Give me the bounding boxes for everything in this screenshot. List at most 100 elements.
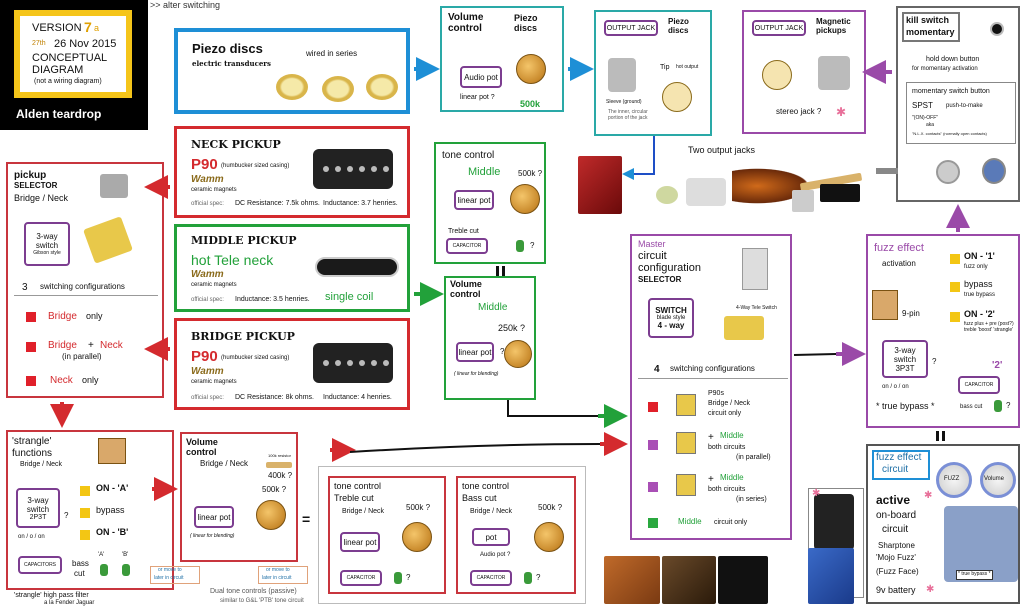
option-color-yellow <box>80 486 90 496</box>
potentiometer-icon <box>516 54 546 84</box>
config-count: 4 <box>654 364 660 375</box>
capacitor-button[interactable]: CAPACITOR <box>340 570 382 586</box>
tone-treble-title-1: tone control <box>334 481 382 491</box>
fuzz-knob[interactable] <box>936 462 972 498</box>
fuzz-circuit-title: fuzz effect <box>876 452 922 463</box>
three-way-switch-button[interactable]: 3-way switch 3P3T <box>882 340 928 378</box>
master-option-label: Middle <box>720 473 744 482</box>
bridge-spec-label: official spec: <box>191 395 224 401</box>
p90-pickup-image <box>313 149 393 189</box>
capacitor-icon <box>994 400 1002 412</box>
output-jack-button[interactable]: OUTPUT JACK <box>604 20 658 36</box>
fuzz-circuit-panel: fuzz effect circuit FUZZ Volume ✱ active… <box>866 444 1020 604</box>
pot-button[interactable]: pot <box>472 528 510 546</box>
config-color-red <box>26 312 36 322</box>
linear-pot-button[interactable]: linear pot <box>456 342 494 362</box>
bypass-tag: * true bypass * <box>956 570 993 580</box>
config-color-purple <box>648 440 658 450</box>
capacitor-button[interactable]: CAPACITOR <box>958 376 1000 394</box>
volume-bn-title: Volume control <box>186 437 218 457</box>
pot-type: linear pot ? <box>460 94 495 101</box>
option-color-yellow <box>950 282 960 292</box>
single-coil-pickup-image <box>315 257 399 277</box>
question-mark: ? <box>530 241 535 250</box>
three-way-switch-button[interactable]: 3-way switch Gibson style <box>24 222 70 266</box>
fuzz-face-label: (Fuzz Face) <box>876 567 919 576</box>
asterisk-icon: ✱ <box>836 105 847 119</box>
linear-pot-button[interactable]: linear pot <box>454 190 494 210</box>
on-off-label: "(ON)-OFF" <box>912 115 939 121</box>
bridge-pickup-panel: BRIDGE PICKUP P90 (humbucker sized casin… <box>174 318 410 410</box>
volume-middle-subtitle: Middle <box>478 302 508 313</box>
fuzz-subtitle: activation <box>882 259 916 268</box>
jack-image <box>608 58 636 92</box>
piezo-title: Piezo discs <box>192 41 263 56</box>
question-mark: ? <box>536 573 541 582</box>
on-on-label: on / o / on <box>882 384 909 390</box>
fuzz-option-bypass: bypass <box>964 279 993 289</box>
middle-pickup-panel: MIDDLE PICKUP hot Tele neck Wamm ceramic… <box>174 224 410 312</box>
bridge-brand: Wamm <box>191 366 224 377</box>
tag-two: '2' <box>992 360 1003 371</box>
volume-knob[interactable] <box>980 462 1016 498</box>
momentary-button-icon <box>990 22 1004 36</box>
date: 26 Nov 2015 <box>54 38 117 50</box>
switch-line2: switch <box>893 354 917 364</box>
tone-treble-value: 500k ? <box>406 503 431 512</box>
master-title-1: Master <box>638 239 666 249</box>
question-mark: ? <box>406 573 411 582</box>
three-way-switch-button[interactable]: 3-way switch 2P3T <box>16 488 60 528</box>
potentiometer-icon <box>402 522 432 552</box>
aka-label: aka <box>926 122 935 128</box>
move-note-2: later in circuit <box>262 575 292 581</box>
master-option-label: Middle <box>720 431 744 440</box>
blade-switch-button[interactable]: SWITCH blade style 4 - way <box>648 298 694 338</box>
equals-connector <box>496 266 499 276</box>
strangle-option-b: ON - 'B' <box>96 527 129 537</box>
toggle-switch-image <box>100 174 128 198</box>
pot-value: 500k <box>520 99 541 109</box>
tone-treble-subtitle: Bridge / Neck <box>342 508 385 515</box>
neck-spec-label: official spec: <box>191 201 224 207</box>
neck-magnets: ceramic magnets <box>191 187 237 193</box>
piezo-disc-icon <box>366 74 398 100</box>
bridge-model: P90 <box>191 348 218 365</box>
option-bridge-neck: Bridge <box>48 340 77 351</box>
active-label: active <box>876 493 911 507</box>
treble-cut-label: Treble cut <box>448 228 479 235</box>
hold-note: hold down button <box>926 56 980 63</box>
bass-cut-line1: bass <box>72 559 89 568</box>
alter-switching-link[interactable]: >> alter switching <box>150 0 221 10</box>
fuzz-option-1: ON - '1' <box>964 251 995 261</box>
push-to-make-label: push-to-make <box>946 103 983 109</box>
button-label: momentary switch button <box>912 88 990 95</box>
linear-pot-button[interactable]: linear pot <box>194 506 234 528</box>
bridge-dc-resistance: DC Resistance: 8k ohms. <box>235 394 314 401</box>
linear-pot-button[interactable]: linear pot <box>340 532 380 552</box>
capacitor-button[interactable]: CAPACITOR <box>470 570 512 586</box>
capacitor-button[interactable]: CAPACITOR <box>446 238 488 254</box>
master-title-4: SELECTOR <box>638 275 682 284</box>
question-mark: ? <box>500 347 505 356</box>
capacitors-button[interactable]: CAPACITORS <box>18 556 62 574</box>
capacitor-icon <box>122 564 130 576</box>
master-title-2: circuit <box>638 250 667 262</box>
p90-pickup-image <box>313 343 393 383</box>
option-neck: Neck <box>50 375 73 386</box>
potentiometer-icon <box>534 522 564 552</box>
resistor-value: 400k ? <box>268 471 293 480</box>
middle-title: MIDDLE PICKUP <box>191 234 297 247</box>
config-color-green <box>648 518 658 528</box>
kill-switch-title-1: kill switch <box>906 15 950 25</box>
tone-control-middle-panel: tone control Middle 500k ? linear pot Tr… <box>434 142 546 264</box>
output-jack-button[interactable]: OUTPUT JACK <box>752 20 806 36</box>
switch-position-icon <box>676 394 696 416</box>
sleeve-label: Sleeve (ground) <box>606 99 642 105</box>
pickup-photo <box>604 556 660 604</box>
capacitor-icon <box>524 572 532 584</box>
audio-pot-button[interactable]: Audio pot <box>460 66 502 88</box>
jack-magnetic-title: Magnetic pickups <box>816 17 851 35</box>
effects-pedal-photo <box>578 156 622 214</box>
capacitor-icon <box>394 572 402 584</box>
middle-type: single coil <box>325 291 374 303</box>
